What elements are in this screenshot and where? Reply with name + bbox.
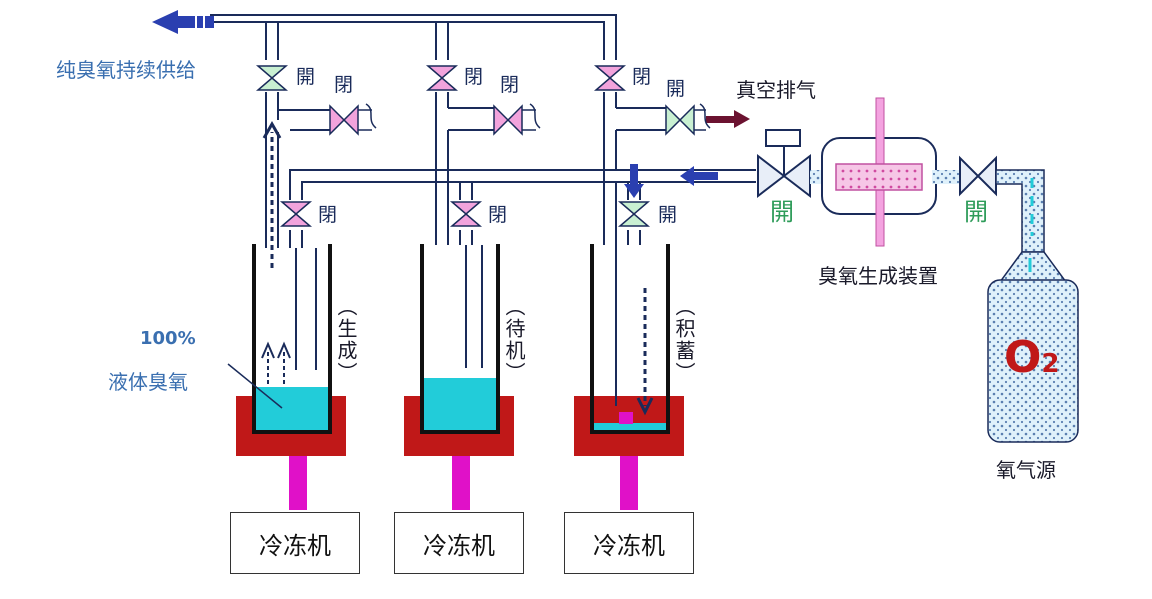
vertical-pipes — [265, 92, 617, 248]
unit-2-state: （待机） — [502, 296, 526, 384]
o2-symbol: O2 — [1004, 332, 1060, 383]
supply-header-pipe — [210, 14, 617, 60]
generator-valve-state: 開 — [770, 198, 794, 226]
valve-top-1-open — [255, 65, 289, 91]
side-branch-pipes — [278, 107, 666, 131]
chiller-1-label: 冷冻机 — [259, 531, 331, 560]
oxygen-outlet-valve — [959, 155, 997, 197]
vessel-1 — [236, 244, 346, 510]
valve-side-1-state: 閉 — [334, 74, 354, 96]
vessel-3 — [574, 244, 684, 510]
feed-header-pipe — [289, 169, 756, 248]
valve-feed-1-closed — [279, 201, 313, 227]
supply-label: 纯臭氧持续供给 — [56, 58, 196, 82]
oxygen-source-label: 氧气源 — [996, 458, 1056, 482]
valve-side-3-open — [665, 103, 711, 136]
generator-inlet-valve — [757, 129, 811, 199]
valve-feed-3-state: 開 — [658, 204, 678, 226]
flow-arrows — [261, 120, 654, 416]
oxygen-valve-state: 開 — [964, 198, 988, 226]
valve-feed-2-state: 閉 — [488, 204, 508, 226]
valve-top-2-closed — [425, 65, 459, 91]
valve-side-2-state: 閉 — [500, 74, 520, 96]
chiller-2: 冷冻机 — [394, 512, 524, 574]
ozone-generator — [810, 97, 962, 247]
valve-side-3-state: 開 — [666, 78, 686, 100]
valve-feed-2-closed — [449, 201, 483, 227]
valve-top-3-closed — [593, 65, 627, 91]
chiller-2-label: 冷冻机 — [423, 531, 495, 560]
unit-1-state: （生成） — [334, 296, 358, 384]
valve-side-1-closed — [329, 103, 377, 136]
valve-side-2-closed — [493, 103, 541, 136]
chiller-1: 冷冻机 — [230, 512, 360, 574]
supply-arrow — [152, 10, 214, 34]
valve-feed-3-open — [617, 201, 651, 227]
liquid-percent-label: 100% — [140, 328, 196, 349]
vacuum-arrow — [706, 110, 750, 128]
vacuum-label: 真空排气 — [736, 78, 816, 102]
valve-feed-1-state: 閉 — [318, 204, 338, 226]
liquid-label: 液体臭氧 — [108, 370, 188, 394]
unit-3-state: （积蓄） — [672, 296, 696, 384]
valve-top-3-state: 閉 — [632, 66, 652, 88]
oxygen-tank — [987, 251, 1079, 443]
chiller-3: 冷冻机 — [564, 512, 694, 574]
feed-arrows — [624, 164, 718, 198]
vessel-2 — [404, 244, 514, 510]
valve-top-1-state: 開 — [296, 66, 316, 88]
liquid-pointer — [227, 363, 283, 409]
chiller-3-label: 冷冻机 — [593, 531, 665, 560]
generator-label: 臭氧生成装置 — [818, 264, 938, 288]
valve-top-2-state: 閉 — [464, 66, 484, 88]
oxygen-pipe — [995, 169, 1045, 253]
